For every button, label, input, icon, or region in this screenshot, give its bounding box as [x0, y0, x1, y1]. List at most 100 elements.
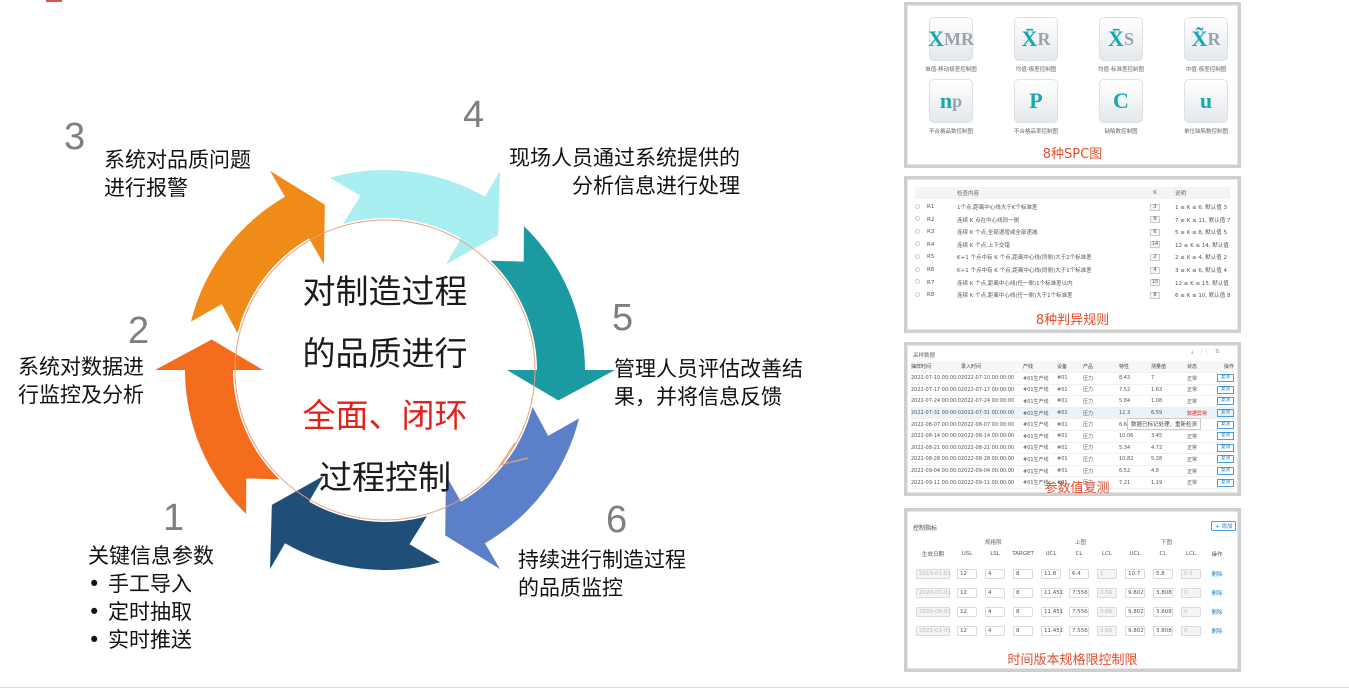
retest-button[interactable]: 复测	[1217, 385, 1234, 394]
rule-k-input[interactable]: 8	[1150, 291, 1160, 299]
cl2-input[interactable]: 5.8	[1153, 569, 1173, 579]
usl-input[interactable]: 12	[957, 588, 977, 598]
delete-link[interactable]: 删除	[1211, 610, 1223, 616]
rule-k-input[interactable]: 3	[1150, 203, 1160, 211]
rule-k-input[interactable]: 14	[1150, 241, 1160, 249]
retest-button[interactable]: 复测	[1217, 420, 1234, 429]
cl-input[interactable]: 7.556	[1069, 626, 1089, 636]
lcl-input[interactable]: 3.66	[1097, 626, 1117, 636]
rule-checkbox[interactable]	[915, 241, 920, 247]
lcl-input[interactable]: 1	[1097, 569, 1117, 579]
rule-checkbox[interactable]	[915, 216, 920, 222]
target-input[interactable]: 8	[1013, 588, 1033, 598]
rule-checkbox[interactable]	[915, 253, 920, 259]
retest-button[interactable]: 复测	[1217, 467, 1234, 476]
rule-checkbox[interactable]	[915, 228, 920, 234]
effective-date-input[interactable]: 2019-01-01	[916, 569, 951, 579]
delete-link[interactable]: 删除	[1211, 572, 1223, 578]
effective-date-input[interactable]: 2020-01-01	[916, 588, 951, 598]
lcl2-input[interactable]: 0.5	[1181, 569, 1201, 579]
ucl-input[interactable]: 11.451	[1041, 588, 1063, 598]
effective-date-input[interactable]: 2020-06-01	[916, 607, 951, 617]
p-chart-icon[interactable]: P	[1014, 79, 1058, 123]
median-r-chart-icon[interactable]: X̃R	[1184, 17, 1228, 61]
retest-button[interactable]: 复测	[1217, 432, 1234, 441]
usl-input[interactable]: 12	[957, 626, 977, 636]
target-input[interactable]: 8	[1013, 607, 1033, 617]
ucl2-input[interactable]: 9.802	[1125, 626, 1145, 636]
usl-input[interactable]: 12	[957, 607, 977, 617]
retest-button[interactable]: 复测	[1217, 409, 1234, 418]
retest-button[interactable]: 复测	[1217, 455, 1234, 464]
panel-toolbar-icons[interactable]: ⤓ ⋮⋮ ⇅	[1191, 349, 1220, 355]
lcl2-input[interactable]: 0	[1181, 588, 1201, 598]
rule-k-input[interactable]: 2	[1150, 253, 1160, 261]
ucl2-input[interactable]: 10.7	[1125, 569, 1145, 579]
u-chart-icon[interactable]: u	[1184, 79, 1228, 123]
rule-checkbox[interactable]	[915, 291, 920, 297]
cl-input[interactable]: 7.556	[1069, 588, 1089, 598]
retest-button[interactable]: 复测	[1217, 443, 1234, 452]
cl2-input[interactable]: 3.808	[1153, 588, 1173, 598]
lcl2-input[interactable]: 0	[1181, 626, 1201, 636]
rule-k-input[interactable]: 9	[1150, 216, 1160, 224]
lsl-input[interactable]: 4	[985, 626, 1005, 636]
cl-input[interactable]: 7.556	[1069, 607, 1089, 617]
lsl-input[interactable]: 4	[985, 569, 1005, 579]
lcl-input[interactable]: 3.66	[1097, 607, 1117, 617]
retest-button[interactable]: 复测	[1217, 397, 1234, 406]
target-input[interactable]: 8	[1013, 626, 1033, 636]
lsl-input[interactable]: 4	[985, 588, 1005, 598]
rule-k-input[interactable]: 15	[1150, 279, 1160, 287]
cl-input[interactable]: 6.4	[1069, 569, 1089, 579]
lcl-input[interactable]: 3.66	[1097, 588, 1117, 598]
rule-k-input[interactable]: 4	[1150, 266, 1160, 274]
ucl2-input[interactable]: 9.802	[1125, 607, 1145, 617]
xbar-r-chart-icon[interactable]: X̄R	[1014, 17, 1058, 61]
rule-checkbox[interactable]	[915, 203, 920, 209]
ucl2-input[interactable]: 9.802	[1125, 588, 1145, 598]
lcl2-input[interactable]: 0	[1181, 607, 1201, 617]
c-chart-icon[interactable]: C	[1099, 79, 1143, 123]
rule-checkbox[interactable]	[915, 266, 920, 272]
retest-button[interactable]: 复测	[1217, 374, 1234, 383]
ucl-input[interactable]: 11.451	[1041, 607, 1063, 617]
rule-checkbox[interactable]	[915, 279, 920, 285]
retest-button[interactable]: 复测	[1217, 478, 1234, 487]
delete-link[interactable]: 删除	[1211, 629, 1223, 635]
effective-date-input[interactable]: 2021-01-01	[916, 626, 951, 636]
delete-link[interactable]: 删除	[1211, 591, 1223, 597]
target-input[interactable]: 8	[1013, 569, 1033, 579]
xbar-s-chart-icon[interactable]: X̄S	[1099, 17, 1143, 61]
ucl-input[interactable]: 11.451	[1041, 626, 1063, 636]
usl-input[interactable]: 12	[957, 569, 977, 579]
cl2-input[interactable]: 3.808	[1153, 626, 1173, 636]
add-limit-button[interactable]: + 添加	[1211, 521, 1237, 531]
ucl-input[interactable]: 11.8	[1041, 569, 1061, 579]
rule-k-input[interactable]: 6	[1150, 228, 1160, 236]
